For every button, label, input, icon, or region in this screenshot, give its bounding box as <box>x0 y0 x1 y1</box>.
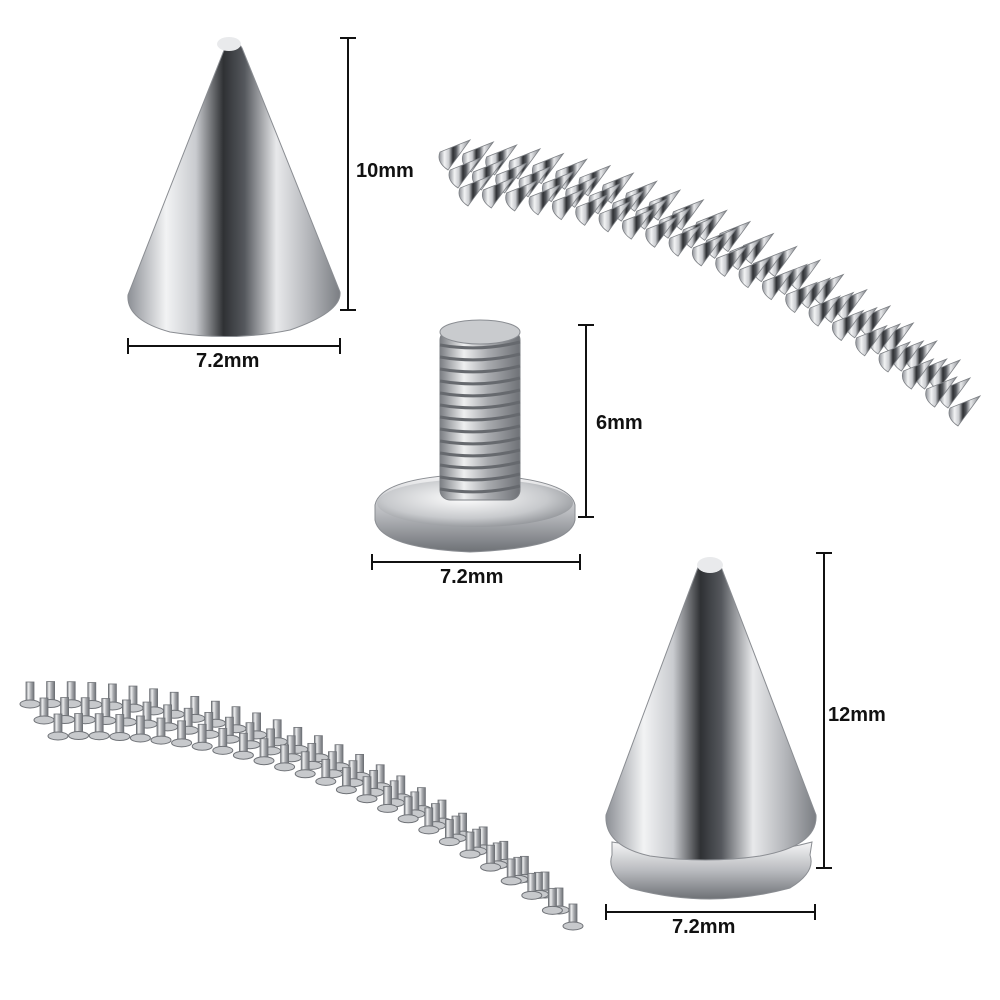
small-screw-item <box>253 738 275 766</box>
screw-width-label: 7.2mm <box>440 566 504 588</box>
short-cone-width-label: 7.2mm <box>196 350 260 372</box>
small-screw-item <box>33 697 55 725</box>
small-screw-item <box>129 715 151 743</box>
screw-width-dimension <box>371 554 581 570</box>
spike-item <box>448 157 482 189</box>
spike-item <box>925 376 958 408</box>
spike-item <box>808 295 842 327</box>
spike-item <box>738 256 772 289</box>
small-screw-item <box>521 872 543 900</box>
small-screw-item <box>397 796 419 824</box>
spike-item <box>438 139 472 171</box>
small-screw-item <box>274 744 296 772</box>
spike-item <box>505 180 538 212</box>
small-screw-item <box>47 713 69 741</box>
small-screw-item <box>109 714 131 742</box>
small-screw-item <box>191 723 213 751</box>
spike-item <box>715 245 748 277</box>
spike-item <box>948 395 982 427</box>
spike-item <box>481 177 515 209</box>
spike-item <box>785 281 818 313</box>
small-screw-item <box>438 819 460 847</box>
spike-item <box>528 183 562 216</box>
small-screw-item <box>19 681 41 709</box>
short-cone-spike <box>127 37 341 338</box>
spike-item <box>458 175 492 207</box>
small-screw-item <box>459 831 481 859</box>
spike-item <box>621 208 655 240</box>
small-screw-item <box>294 751 316 779</box>
small-screw-item <box>541 887 563 915</box>
tall-cone-width-label: 7.2mm <box>672 916 736 938</box>
small-screw-item <box>171 720 193 748</box>
small-screw-item <box>356 776 378 804</box>
spike-item <box>551 188 585 221</box>
short-cone-height-label: 10mm <box>356 160 414 182</box>
spike-row-group <box>438 139 982 427</box>
spike-item <box>575 194 608 226</box>
small-screw-item <box>88 713 110 741</box>
spike-item <box>901 358 935 390</box>
small-screw-item <box>480 844 502 872</box>
spike-item <box>855 324 888 357</box>
spike-item <box>831 309 865 342</box>
spike-item <box>761 268 795 301</box>
tall-cone-height-label: 12mm <box>828 704 886 726</box>
spike-item <box>598 200 632 233</box>
tall-cone-spike <box>605 557 817 900</box>
screw-row-group <box>19 681 584 931</box>
small-screw-item <box>377 785 399 813</box>
short-cone-height-dimension <box>340 37 356 311</box>
screw-height-dimension <box>578 324 594 518</box>
small-screw-item <box>562 903 584 931</box>
spike-item <box>645 216 678 248</box>
short-cone-width-dimension <box>127 338 341 354</box>
small-screw-item <box>315 758 337 786</box>
small-screw-item <box>150 717 172 745</box>
screw-part <box>374 319 576 553</box>
small-screw-item <box>500 858 522 886</box>
tall-cone-height-dimension <box>816 552 832 869</box>
spike-item <box>878 341 912 373</box>
spike-item <box>668 225 702 257</box>
small-screw-item <box>335 767 357 795</box>
screw-height-label: 6mm <box>596 412 643 434</box>
small-screw-item <box>212 727 234 755</box>
small-screw-item <box>68 713 90 741</box>
small-screw-item <box>418 807 440 835</box>
small-screw-item <box>232 732 254 760</box>
spike-item <box>691 234 725 267</box>
tall-cone-width-dimension <box>605 904 816 920</box>
